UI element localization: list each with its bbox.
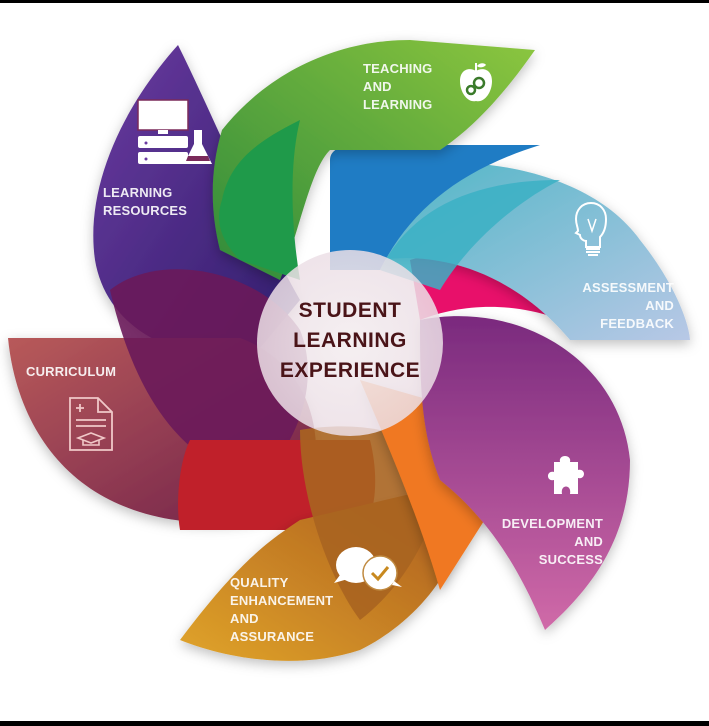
center-circle [257,250,443,436]
center-title: STUDENT LEARNING EXPERIENCE [279,299,421,382]
pinwheel-graphic [8,40,690,661]
chat-bubbles-check-icon [334,547,402,591]
segment-resources-label: LEARNING RESOURCES [103,185,188,218]
lightbulb-head-icon [574,201,608,256]
segment-development-label: DEVELOPMENT AND SUCCESS [501,516,603,567]
segment-curriculum-label: CURRICULUM [26,364,117,379]
apple-gears-icon [460,63,492,102]
segment-quality-label: QUALITY ENHANCEMENT AND ASSURANCE [230,575,334,644]
puzzle-piece-icon [548,456,584,494]
computer-flask-icon [137,99,212,164]
segment-teaching-label: TEACHING AND LEARNING [363,61,433,112]
document-graduation-cap-icon [69,397,113,451]
diagram-canvas: STUDENT LEARNING EXPERIENCE TEACHING AND… [0,3,709,721]
segment-assessment-label: ASSESSMENT AND FEEDBACK [582,280,674,331]
